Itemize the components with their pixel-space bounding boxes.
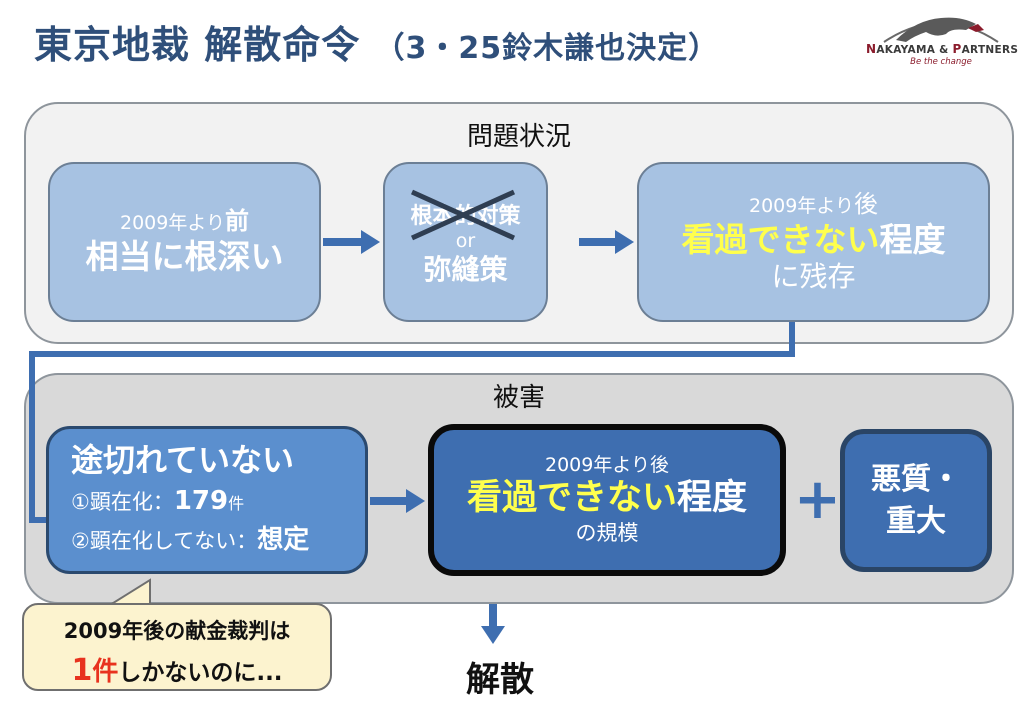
cannot-overlook-text: 看過できない程度: [681, 219, 946, 259]
arrow-box1-to-box2: [323, 230, 380, 254]
deeply-rooted-text: 相当に根深い: [85, 236, 284, 276]
callout-line2: 1件しかないのに...: [71, 653, 283, 688]
before-2009-box: 2009年より前 相当に根深い: [48, 162, 321, 322]
cross-out-icon: [411, 189, 516, 241]
plus-icon: +: [794, 467, 841, 532]
countermeasure-box: 根本的対策 or 弥縫策: [383, 162, 548, 322]
scale-box: 2009年より後 看過できない程度 の規模: [428, 424, 786, 576]
company-logo: NAKAYAMA & PARTNERS Be the change: [866, 10, 1019, 70]
callout-bubble: 2009年後の献金裁判は 1件しかないのに...: [22, 603, 332, 691]
serious-text: 重大: [886, 503, 946, 539]
latent-cases-line: ②顕在化してない：想定: [71, 524, 310, 555]
problem-panel-label: 問題状況: [466, 122, 571, 152]
malicious-text: 悪質・: [871, 461, 961, 497]
damage-panel-label: 被害: [492, 383, 545, 413]
globe-logo-icon: [883, 17, 999, 43]
scale-text: の規模: [575, 520, 639, 545]
after-2009-remaining-box: 2009年より後 看過できない程度 に残存: [637, 162, 990, 322]
arrow-box2-to-box3: [579, 230, 634, 254]
malicious-serious-box: 悪質・ 重大: [840, 429, 992, 572]
before-2009-caption: 2009年より前: [120, 206, 249, 235]
or-text: or: [455, 229, 476, 252]
arrow-box4-to-box5: [370, 489, 425, 513]
manifest-cases-line: ①顕在化：179件: [71, 485, 245, 516]
stopgap-measure-text: 弥縫策: [423, 252, 508, 286]
scale-cannot-overlook-text: 看過できない程度: [466, 477, 748, 518]
fundamental-measure-struck: 根本的対策: [410, 189, 521, 241]
ongoing-heading: 途切れていない: [71, 441, 295, 480]
logo-tagline: Be the change: [910, 57, 972, 67]
after-2009-caption: 2009年より後: [749, 190, 878, 219]
logo-company-name: NAKAYAMA & PARTNERS: [866, 42, 1019, 56]
scale-caption: 2009年より後: [545, 454, 669, 477]
title-main: 東京地裁 解散命令: [34, 23, 361, 67]
arrow-down-to-dissolution: [481, 604, 505, 644]
callout-line1: 2009年後の献金裁判は: [63, 619, 291, 643]
dissolution-conclusion: 解散: [466, 660, 534, 700]
ongoing-damage-box: 途切れていない ①顕在化：179件 ②顕在化してない：想定: [46, 426, 368, 574]
title-subtitle: （3・25鈴木謙也決定）: [374, 31, 720, 66]
remaining-text: に残存: [771, 260, 856, 294]
slide-title: 東京地裁 解散命令 （3・25鈴木謙也決定）: [34, 14, 719, 69]
